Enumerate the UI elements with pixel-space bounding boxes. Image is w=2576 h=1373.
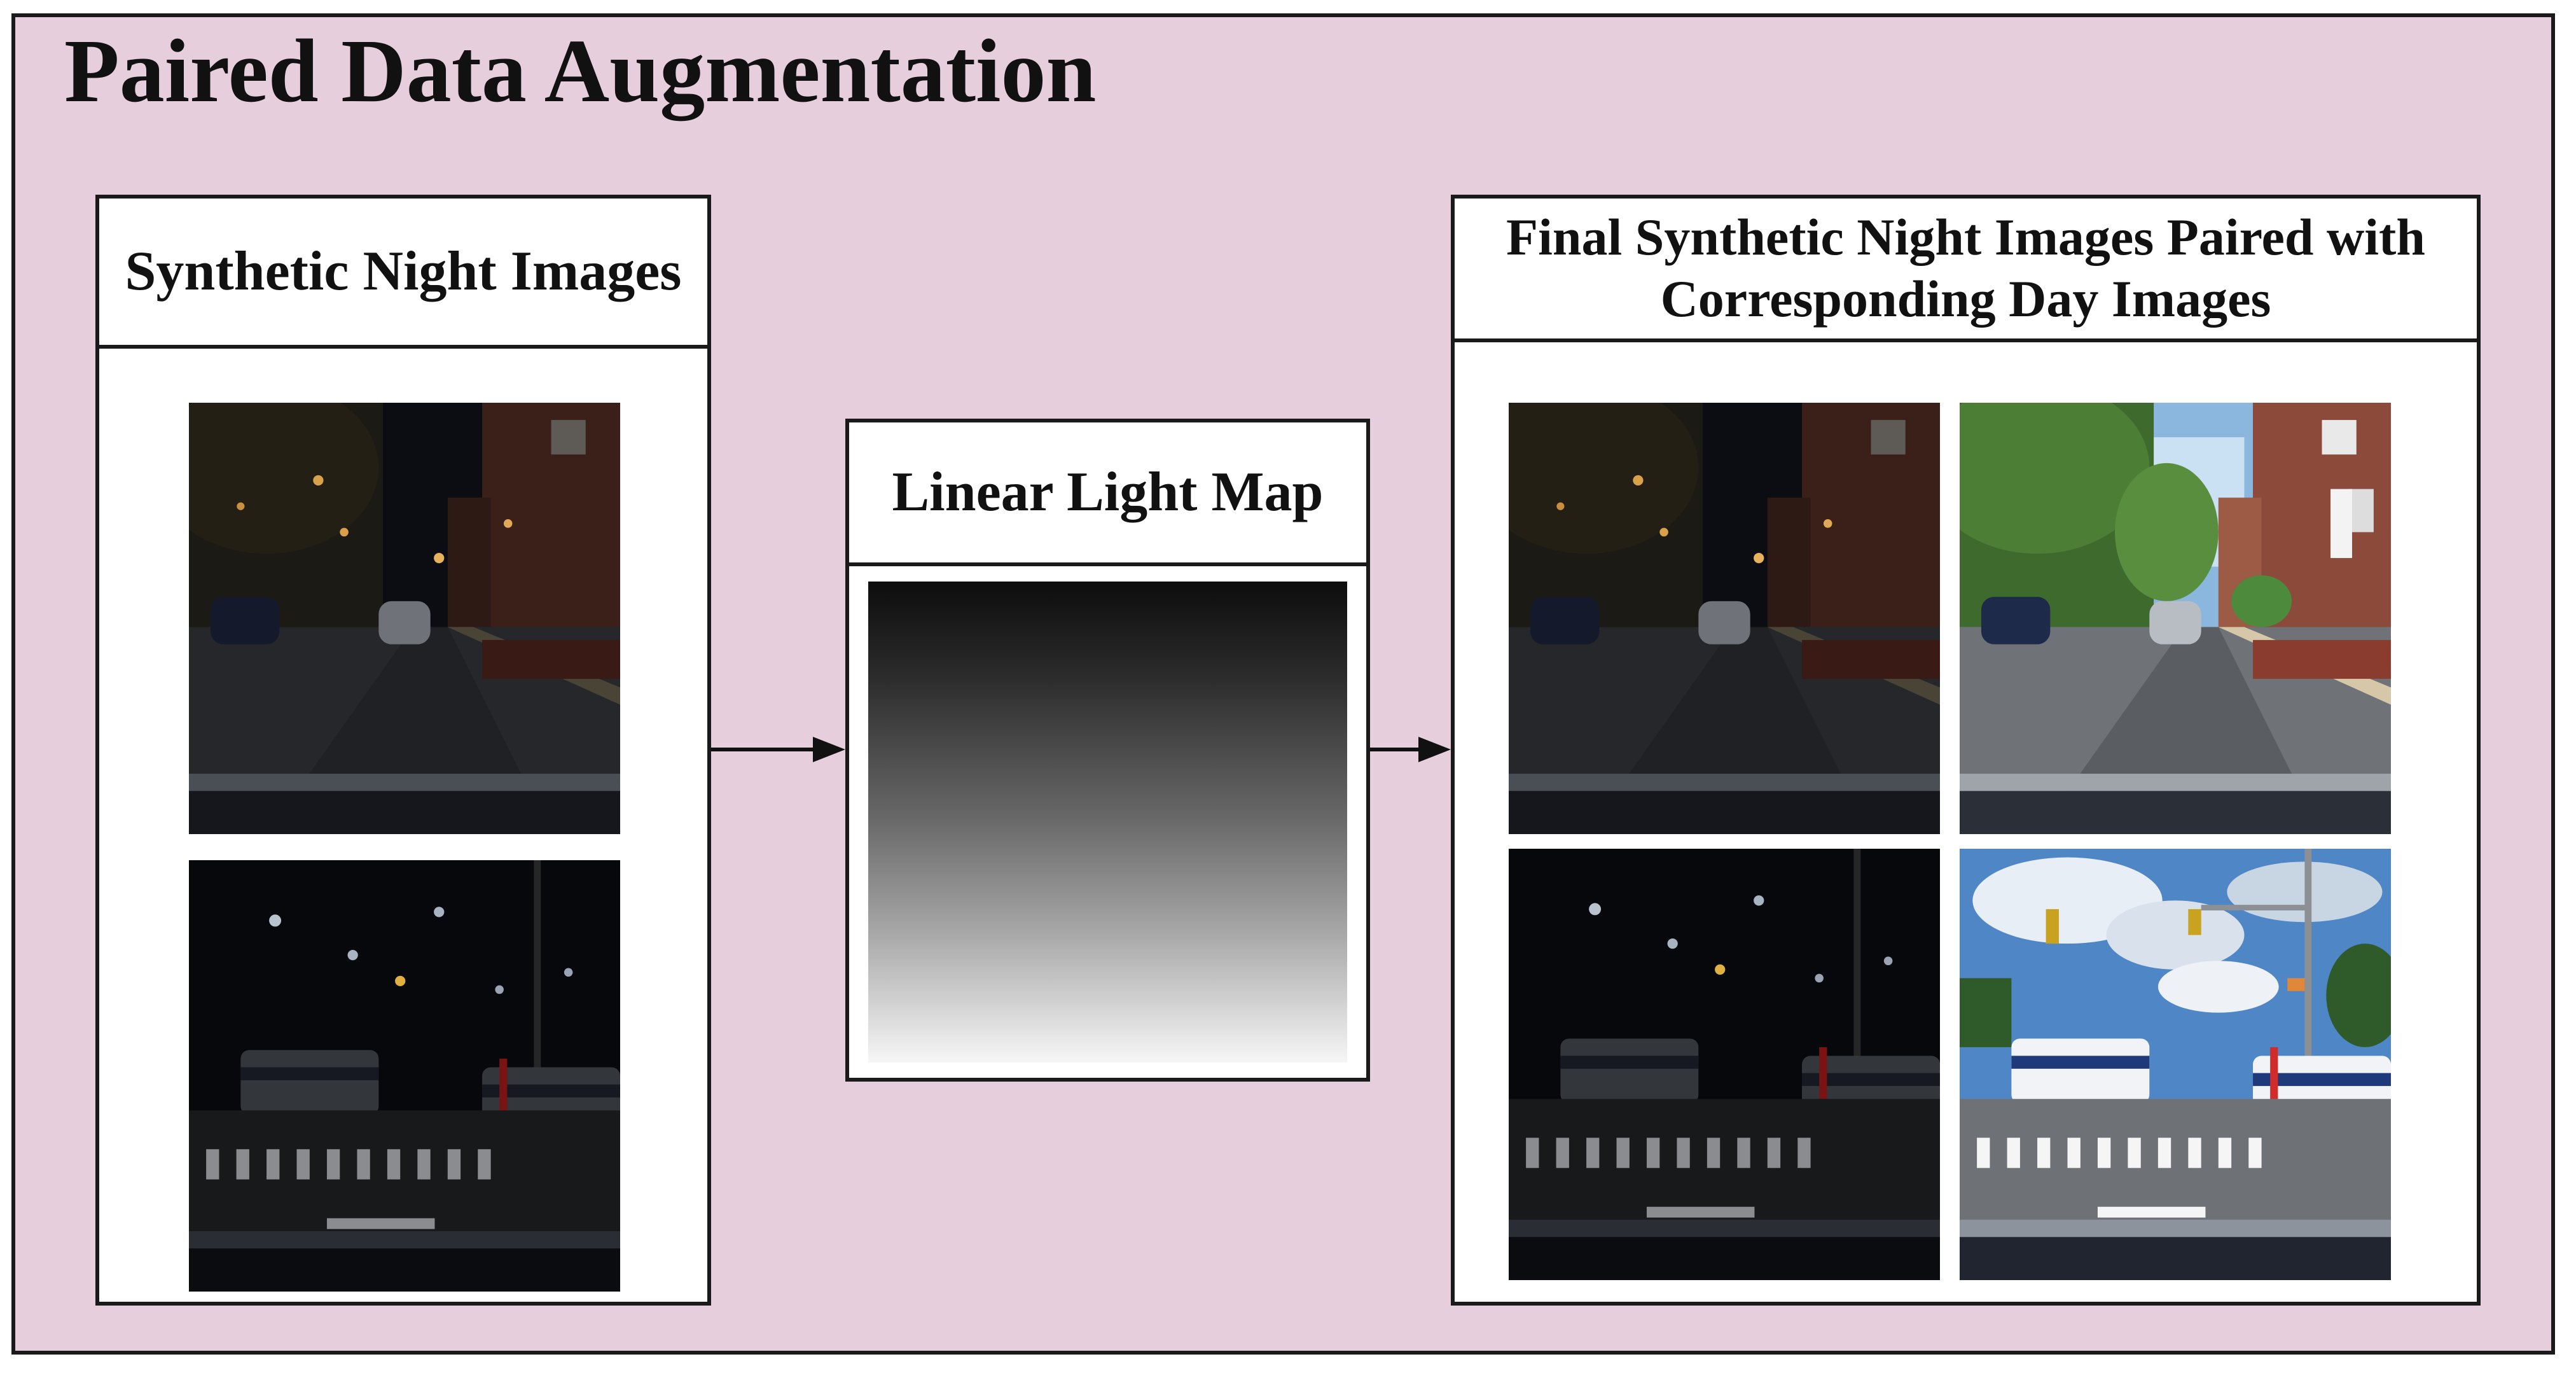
final-paired-images-title: Final Synthetic Night Images Paired with… [1506,207,2425,330]
final-title-line-2: Corresponding Day Images [1660,270,2271,328]
synthetic-night-images-panel: Synthetic Night Images [95,195,711,1306]
light-map-gradient [868,582,1347,1063]
arrow-to-final-images [1370,737,1451,762]
linear-light-map-title: Linear Light Map [892,461,1324,524]
linear-light-map-header: Linear Light Map [849,422,1366,566]
final-paired-images-panel: Final Synthetic Night Images Paired with… [1451,195,2481,1306]
night-street-image [189,403,620,834]
day-intersection-image [1960,849,2391,1280]
diagram-title: Paired Data Augmentation [64,20,1097,121]
synthetic-night-images-header: Synthetic Night Images [99,199,707,349]
night-intersection-image [189,860,620,1292]
day-street-image [1960,403,2391,834]
linear-light-map-panel: Linear Light Map [845,419,1370,1082]
final-title-line-1: Final Synthetic Night Images Paired with [1506,208,2425,267]
arrow-to-light-map [711,737,845,762]
synthetic-night-images-title: Synthetic Night Images [125,240,682,303]
final-paired-images-header: Final Synthetic Night Images Paired with… [1455,199,2477,342]
final-night-street-image [1509,403,1940,834]
final-night-intersection-image [1509,849,1940,1280]
